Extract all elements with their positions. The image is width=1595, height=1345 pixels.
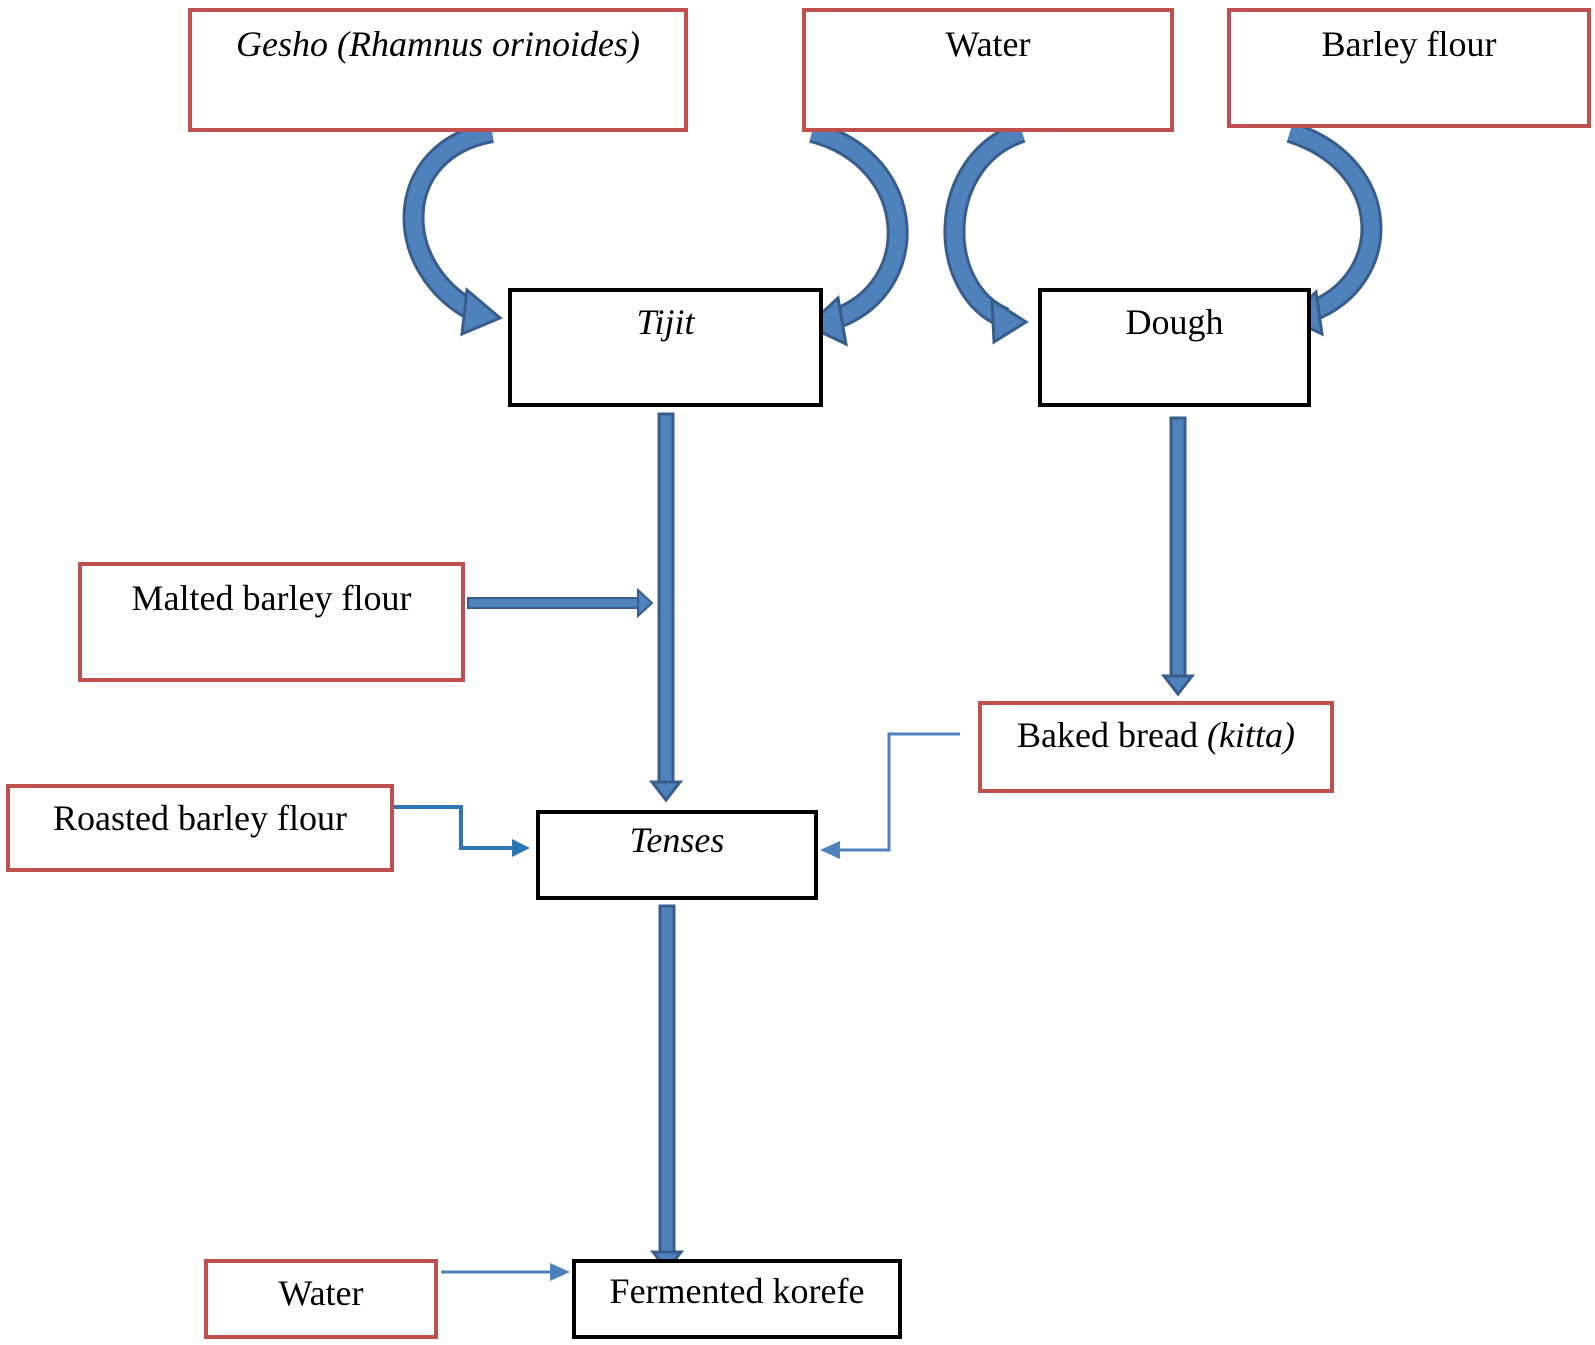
connector-bread-to-tenses [838,732,960,852]
tenses-label: Tenses [629,820,725,860]
tijit-box: Tijit [508,288,823,407]
fermented-korefe-box: Fermented korefe [572,1259,902,1339]
fermented-korefe-label: Fermented korefe [609,1271,865,1311]
water-top-label: Water [945,24,1031,64]
arrow-dough-to-bread [1169,416,1187,680]
arrow-tenses-to-korefe [658,904,676,1256]
gesho-label: Gesho (Rhamnus orinoides) [236,24,640,64]
arrowhead-malted-to-line [637,587,654,619]
roasted-barley-flour-box: Roasted barley flour [6,784,394,872]
tenses-box: Tenses [536,810,818,900]
baked-bread-kitta-text: (kitta) [1206,715,1295,755]
baked-bread-label: Baked bread (kitta) [982,715,1330,755]
arrowhead-gesho-to-tijit [460,287,503,337]
arrowhead-tijit-to-tenses [648,780,684,803]
water-bottom-label: Water [278,1273,364,1313]
baked-bread-box: Baked bread (kitta) [978,701,1334,793]
water-bottom-box: Water [204,1259,438,1339]
tijit-label: Tijit [636,302,695,342]
arrowhead-roasted-to-tenses [512,839,530,857]
malted-barley-flour-box: Malted barley flour [78,562,465,682]
arrowhead-water-to-korefe [550,1263,570,1281]
water-top-box: Water [802,8,1174,132]
roasted-barley-flour-label: Roasted barley flour [53,798,347,838]
connector-roasted-to-tenses [392,805,515,850]
gesho-box: Gesho (Rhamnus orinoides) [188,8,688,132]
malted-barley-flour-label: Malted barley flour [131,578,412,618]
arrowhead-dough-to-bread [1160,674,1196,697]
dough-label: Dough [1125,302,1224,342]
barley-flour-box: Barley flour [1227,8,1591,128]
arrowhead-bread-to-tenses [820,841,840,859]
arrowhead-water-to-dough [990,297,1029,345]
arrowhead-water-to-tijit [805,295,848,347]
arrow-tijit-to-tenses [657,412,675,786]
baked-bread-text: Baked bread [1017,715,1198,755]
dough-box: Dough [1038,288,1311,407]
curved-arrow-gesho-to-tijit [402,121,495,323]
barley-flour-label: Barley flour [1321,24,1497,64]
arrow-malted-to-line [467,597,641,609]
